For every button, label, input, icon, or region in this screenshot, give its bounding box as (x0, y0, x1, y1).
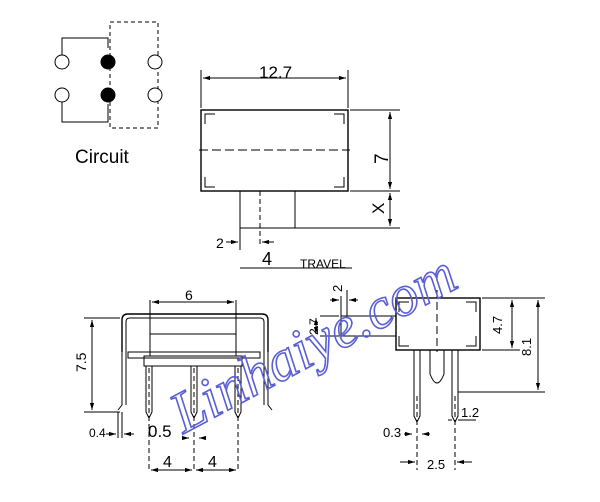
circuit-symbol (54, 21, 163, 129)
front-plate (127, 351, 261, 359)
circuit-terminal-open (147, 54, 163, 70)
front-lever (149, 333, 237, 357)
side-pitch-label: 2.5 (427, 457, 445, 472)
front-frame-inner (125, 317, 265, 352)
side-pin (451, 350, 459, 424)
front-tab-left (117, 352, 123, 411)
side-total-label: 8.1 (519, 338, 534, 356)
side-corner (466, 336, 477, 347)
top-lever (239, 190, 296, 229)
side-lever-height-label: 2.7 (307, 318, 321, 335)
side-view (313, 290, 545, 470)
dim-width-label: 12.7 (259, 63, 292, 82)
top-corner (334, 177, 345, 188)
top-corner (334, 113, 345, 124)
circuit-label: Circuit (75, 147, 130, 168)
top-body (200, 109, 349, 192)
side-pin (413, 350, 421, 424)
circuit-terminal-open (54, 54, 70, 70)
pitch-left-label: 4 (163, 454, 172, 471)
side-pin-latch (429, 350, 445, 384)
side-corner (398, 301, 409, 312)
side-corner (466, 301, 477, 312)
front-view (84, 299, 273, 473)
side-body-label: 4.7 (490, 316, 505, 334)
front-pin-width-label: 0.5 (148, 422, 172, 441)
top-corner (204, 177, 215, 188)
circuit-terminal-open (147, 87, 163, 103)
pitch-right-label: 4 (208, 454, 217, 471)
front-pin-thick-label: 0.4 (89, 426, 106, 440)
circuit-terminal-common (100, 54, 116, 70)
side-lever-label: 2 (330, 285, 345, 292)
circuit-top-link (61, 37, 109, 60)
travel-word: TRAVEL (300, 257, 346, 271)
circuit-terminal-open (54, 87, 70, 103)
top-corner (204, 113, 215, 124)
circuit-dashed-outline (109, 21, 159, 129)
side-pin-width-label: 1.2 (461, 405, 479, 420)
front-base (143, 355, 243, 367)
front-width-label: 6 (185, 287, 193, 303)
front-tab-right (267, 352, 273, 411)
dim-x-label: X (369, 203, 388, 214)
top-view (199, 70, 400, 269)
side-pin-thick-label: 0.3 (383, 425, 401, 440)
side-corner (398, 336, 409, 347)
front-frame (121, 313, 269, 352)
dim-height-label: 7 (372, 153, 393, 164)
dim-lever-offset-label: 2 (216, 235, 224, 251)
front-height-label: 7.5 (73, 352, 89, 372)
circuit-terminal-common (100, 87, 116, 103)
travel-value: 4 (262, 249, 272, 269)
circuit-bottom-link (61, 97, 109, 123)
side-lever (340, 315, 397, 337)
